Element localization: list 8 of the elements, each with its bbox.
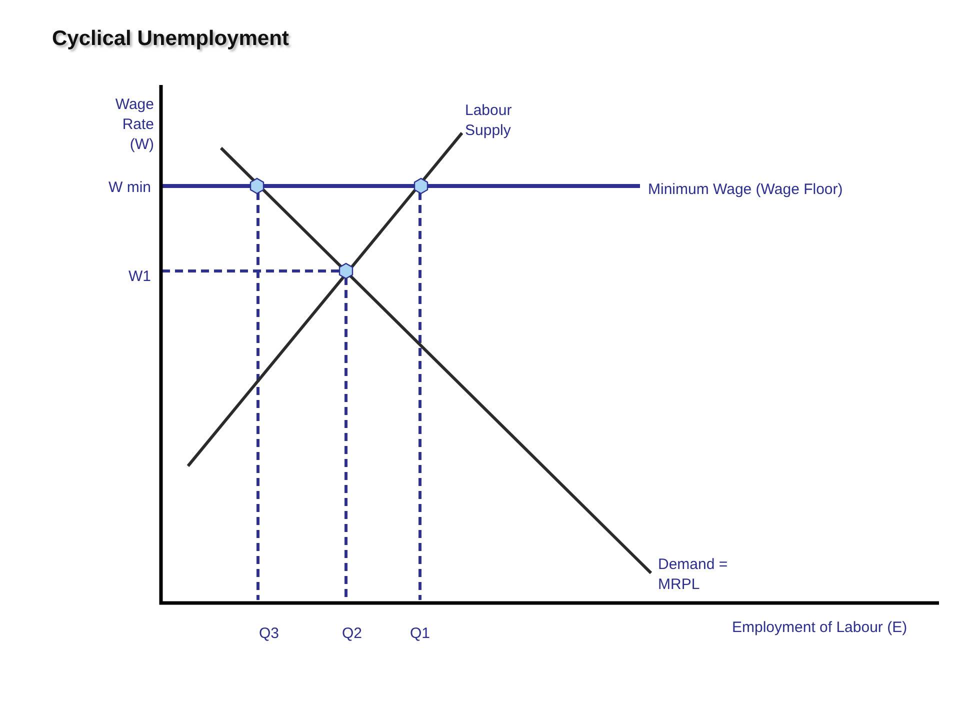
chart-title: Cyclical Unemployment	[52, 27, 289, 51]
axis-label: Wage Rate (W)	[114, 95, 154, 155]
tick-label: Q3	[258, 624, 280, 644]
axis-label: Employment of Labour (E)	[732, 618, 908, 638]
tick-label: Q2	[340, 624, 363, 644]
tick-label: W1	[128, 267, 151, 287]
tick-label: Q1	[408, 624, 431, 644]
tick-label: W min	[108, 178, 151, 198]
